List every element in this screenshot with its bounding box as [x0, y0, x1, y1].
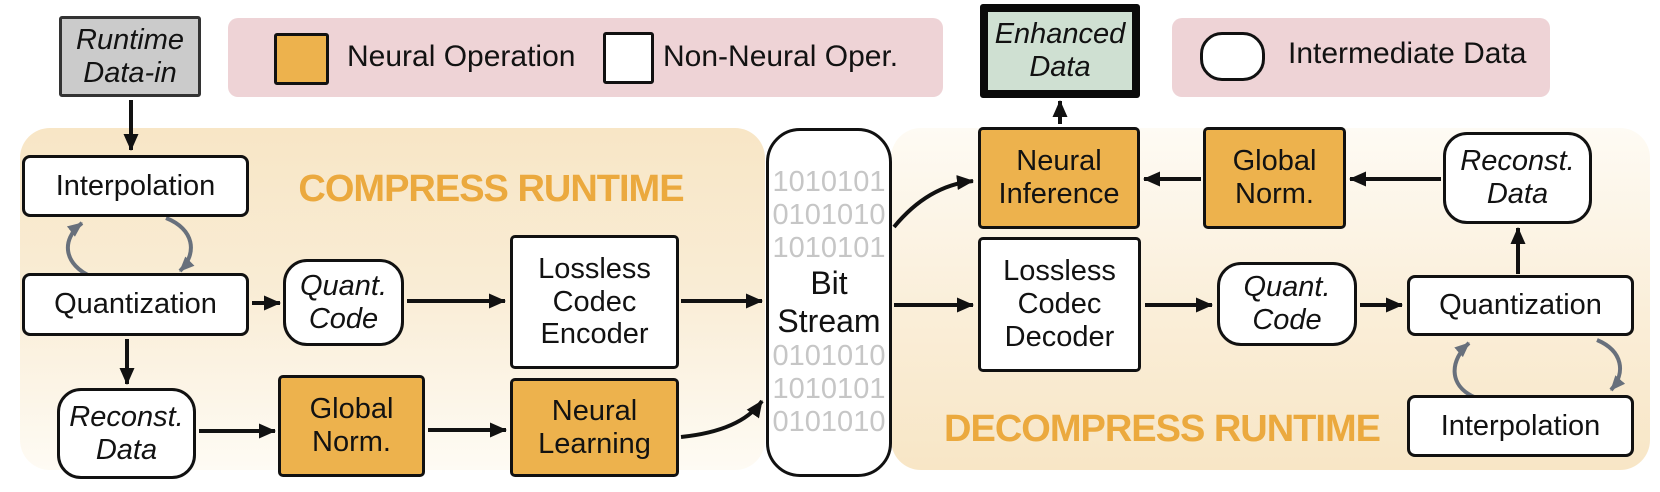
lossless-codec-encoder-box: Lossless Codec Encoder: [510, 235, 679, 369]
interpolation-compress-box: Interpolation: [22, 155, 249, 217]
intermediate-data-swatch-icon: [1200, 32, 1265, 81]
global-norm-compress-box: Global Norm.: [278, 375, 425, 477]
non-neural-operation-label: Non-Neural Oper.: [663, 40, 899, 73]
global-norm-decompress-box: Global Norm.: [1203, 127, 1346, 229]
quantization-decompress-box: Quantization: [1407, 275, 1634, 336]
neural-inference-box: Neural Inference: [978, 127, 1140, 229]
lossless-codec-decoder-box: Lossless Codec Decoder: [978, 237, 1141, 372]
non-neural-operation-swatch-icon: [603, 32, 654, 84]
neural-operation-swatch-icon: [274, 33, 329, 85]
neural-learning-box: Neural Learning: [510, 378, 679, 477]
bit-stream-bottom-digits: 0101010 1010101 0101010: [772, 339, 886, 438]
enhanced-data-box: Enhanced Data: [980, 4, 1140, 98]
runtime-data-in-box: Runtime Data-in: [59, 16, 201, 97]
decompress-runtime-header: DECOMPRESS RUNTIME: [944, 408, 1381, 450]
quantization-compress-box: Quantization: [22, 273, 249, 336]
reconst-data-decompress-box: Reconst. Data: [1443, 132, 1592, 224]
bit-stream-label: Bit Stream: [777, 265, 881, 339]
quant-code-compress-box: Quant. Code: [283, 259, 404, 346]
interpolation-decompress-box: Interpolation: [1407, 395, 1634, 457]
operation-legend-banner: [228, 18, 943, 97]
bit-stream-top-digits: 1010101 0101010 1010101: [772, 166, 886, 265]
neural-operation-label: Neural Operation: [347, 40, 576, 73]
bit-stream-box: 1010101 0101010 1010101 Bit Stream 01010…: [766, 128, 892, 477]
intermediate-data-label: Intermediate Data: [1288, 37, 1527, 70]
compress-runtime-header: COMPRESS RUNTIME: [298, 168, 684, 210]
quant-code-decompress-box: Quant. Code: [1217, 262, 1357, 346]
reconst-data-compress-box: Reconst. Data: [57, 388, 196, 479]
